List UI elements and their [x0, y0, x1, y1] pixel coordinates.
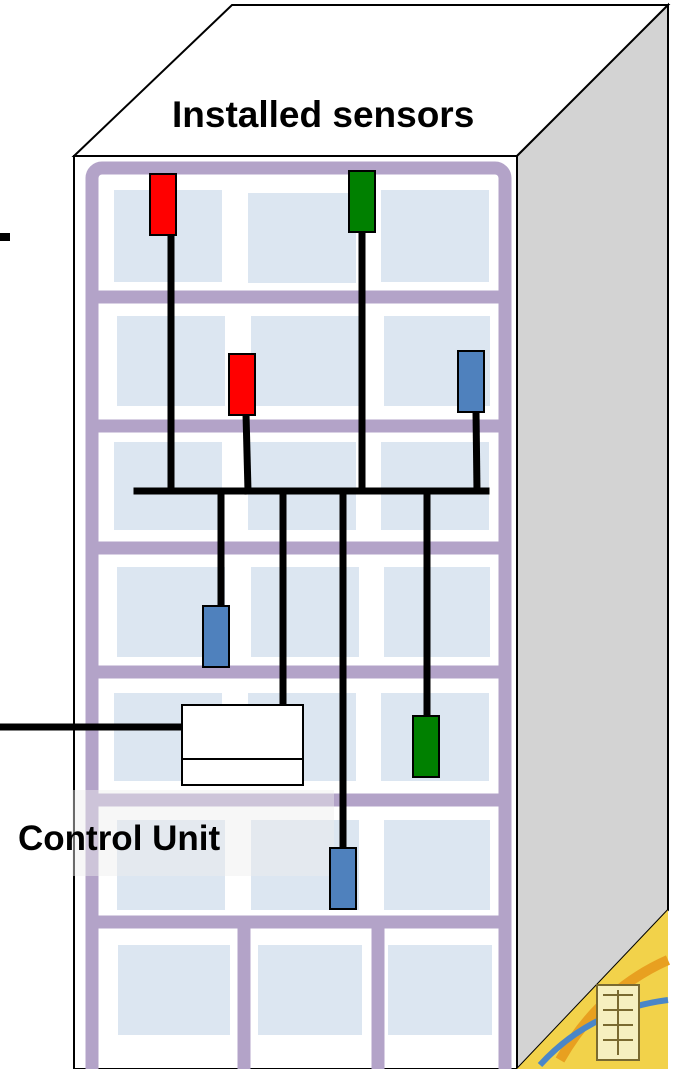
control-unit: [181, 704, 304, 786]
installed-sensors-label: Installed sensors: [172, 94, 474, 135]
sensor-blue-top: [457, 350, 485, 413]
sensors: [149, 170, 485, 910]
sensor-green-top: [348, 170, 376, 233]
wire-stub: [0, 233, 10, 241]
building-side-wall: [516, 2, 669, 1069]
wire-blue-top: [472, 408, 481, 495]
sensor-green-right: [412, 715, 440, 778]
wire-red-mid: [242, 410, 252, 495]
control-unit-label: Control Unit: [18, 819, 221, 858]
building-frame-grid: [85, 161, 512, 1069]
sensor-red-top: [149, 173, 177, 236]
sensor-blue-left: [202, 605, 230, 668]
sensor-blue-bottom: [329, 847, 357, 910]
sensor-wiring: [0, 227, 490, 852]
label-backdrop: [72, 790, 334, 876]
corner-logo: [517, 910, 671, 1069]
window-panes: [114, 190, 492, 1035]
sensor-red-mid: [228, 353, 256, 416]
